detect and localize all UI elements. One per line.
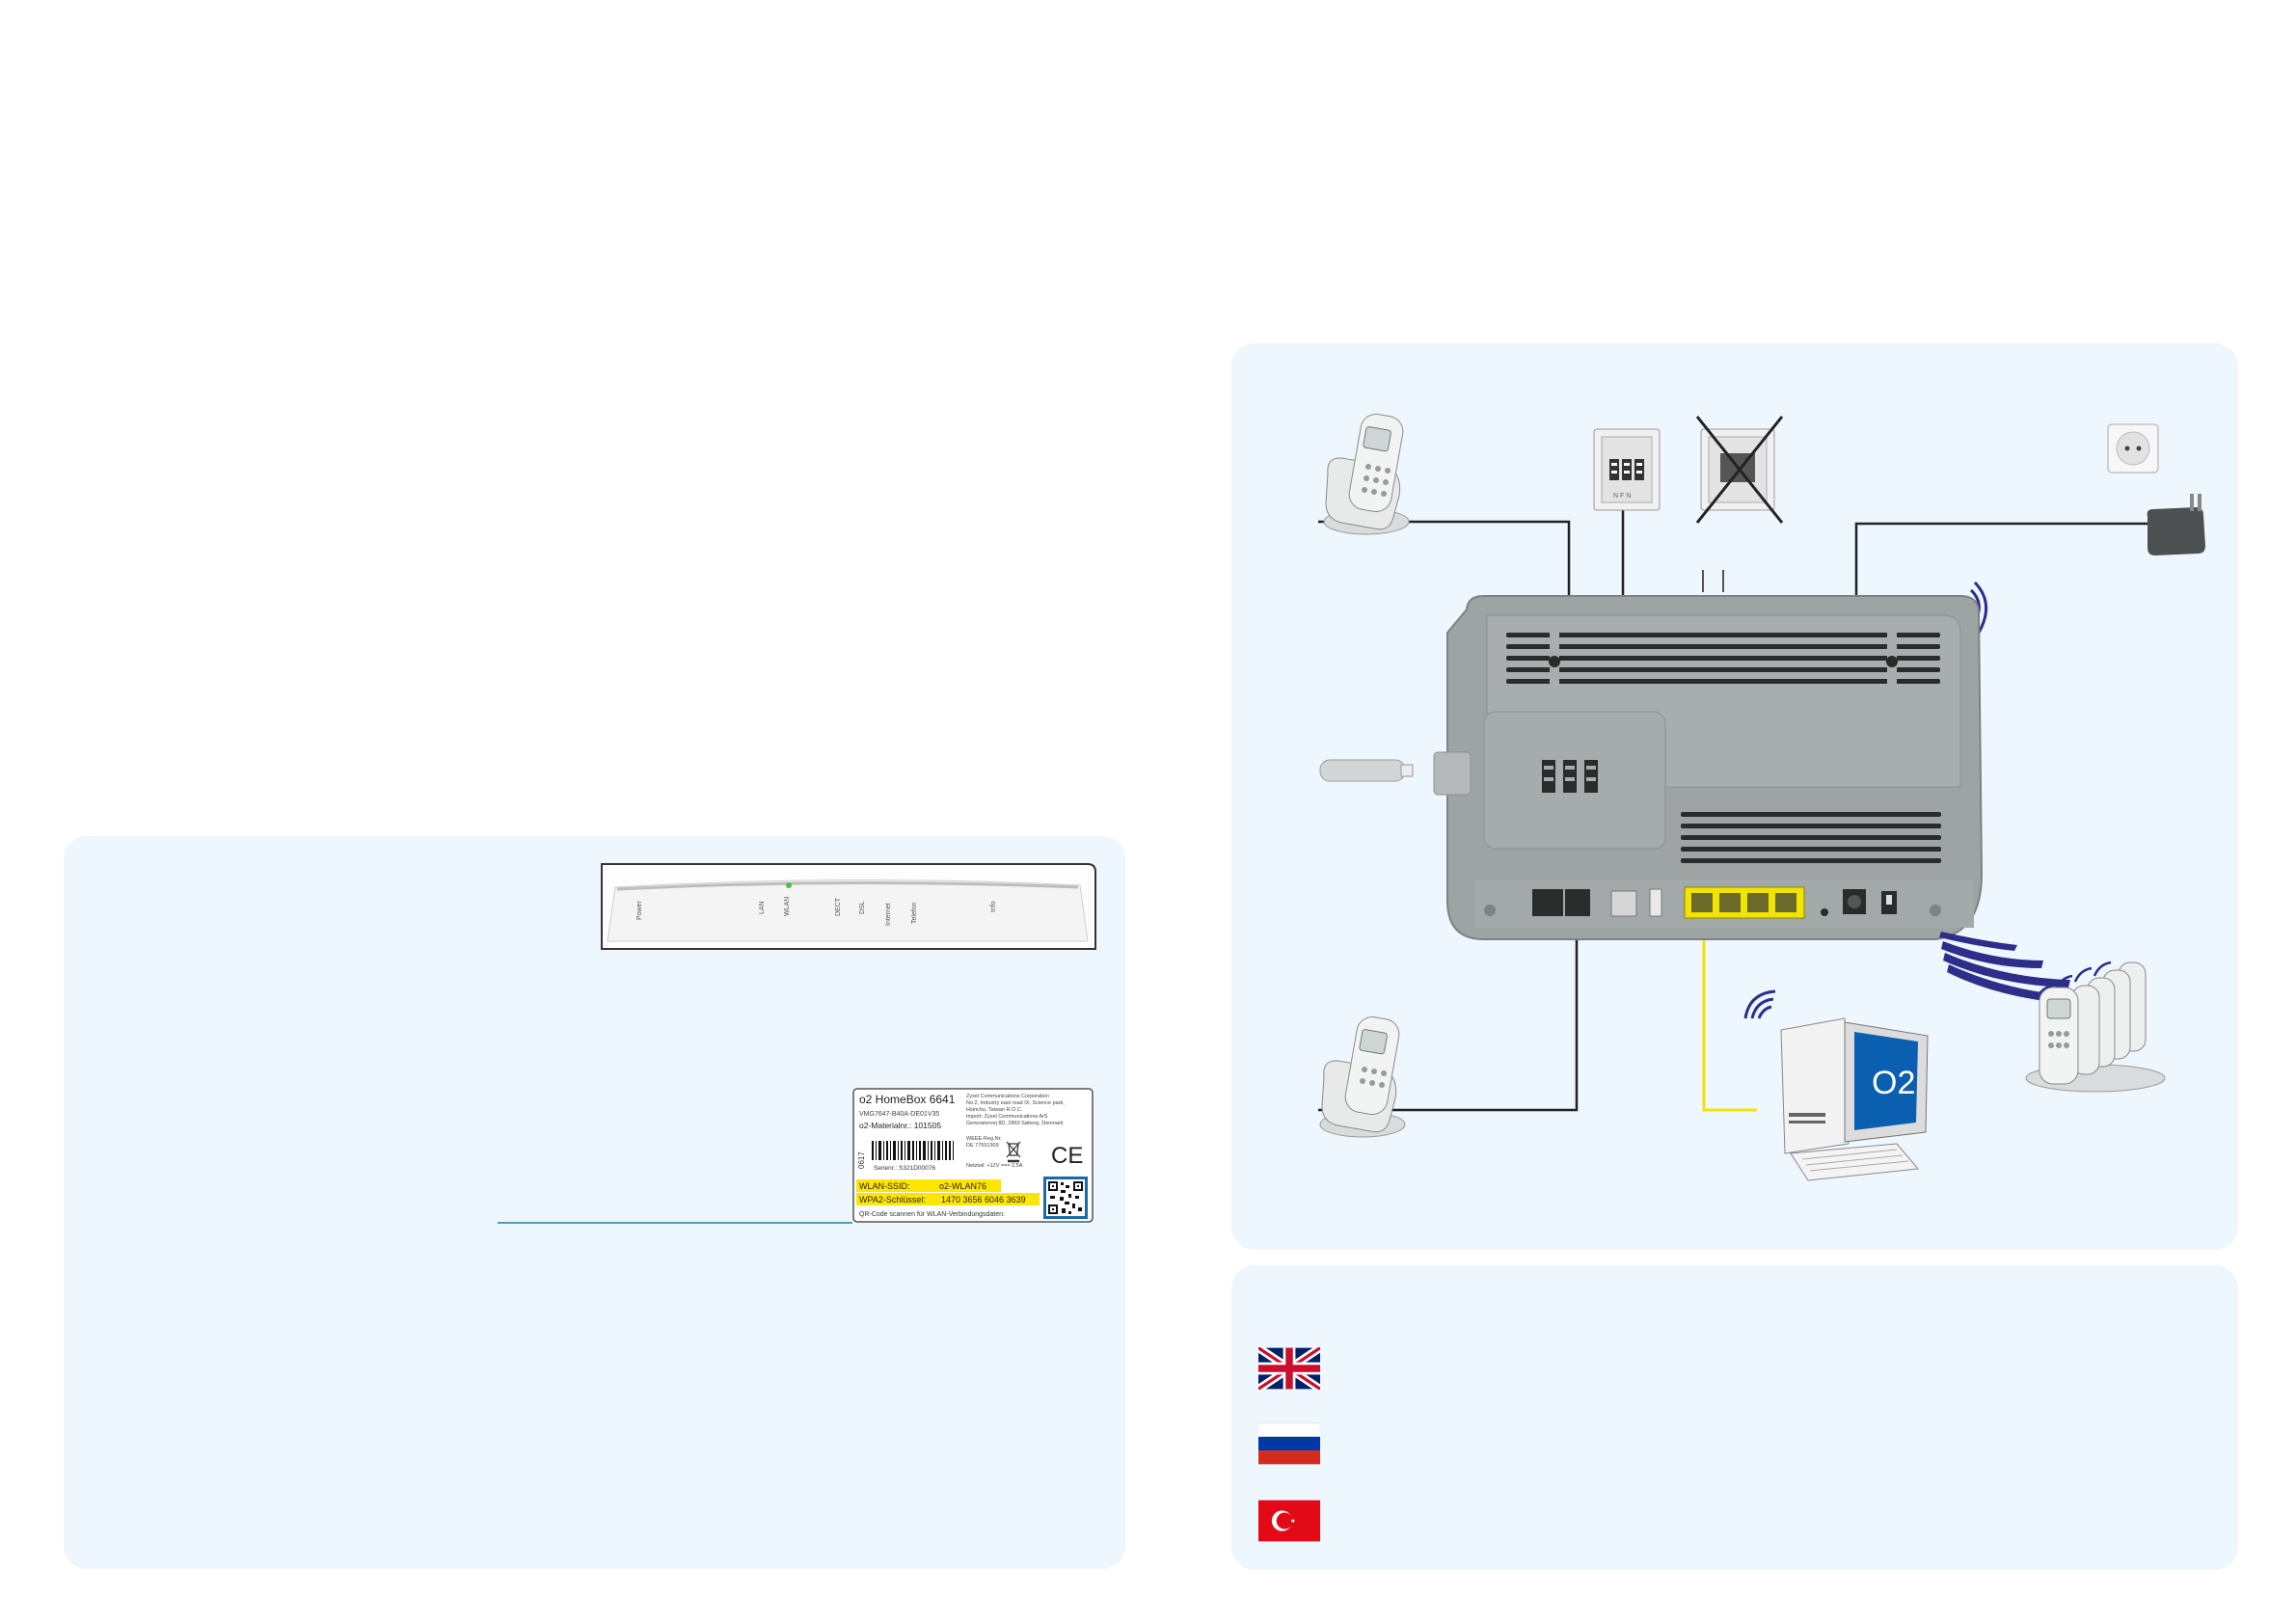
russia-flag-icon[interactable] bbox=[1258, 1422, 1320, 1465]
qr-caption: QR-Code scannen für WLAN-Verbindungsdate… bbox=[859, 1211, 1005, 1218]
computer-icon: O2 bbox=[1743, 989, 1929, 1181]
router-front-image: Power LAN WLAN DECT DSL Internet Telefon… bbox=[601, 863, 1096, 950]
connection-diagram: N F N bbox=[1318, 413, 2205, 1181]
svg-text:N F N: N F N bbox=[1613, 493, 1631, 500]
divider-line bbox=[498, 1222, 852, 1224]
maker-line: Zyxel Communications Corporation bbox=[966, 1094, 1049, 1099]
usb-stick-icon bbox=[1319, 759, 1414, 782]
turkey-flag-icon[interactable] bbox=[1258, 1500, 1320, 1542]
language-panel bbox=[1231, 1265, 2238, 1570]
weee-bin-icon bbox=[1006, 1141, 1021, 1163]
led-label: Power bbox=[636, 900, 643, 920]
product-name: o2 HomeBox 6641 bbox=[859, 1093, 956, 1106]
material-number: o2-Materialnr.: 101505 bbox=[859, 1121, 941, 1130]
maker-line: No.2, Industry east road IX, Science par… bbox=[966, 1100, 1065, 1106]
lan-cable bbox=[1702, 912, 1757, 1112]
computer-wifi-icon bbox=[1743, 989, 1776, 1019]
o2-logo: O2 bbox=[1872, 1065, 1915, 1101]
serial-number: Serienr.: S321D00076 bbox=[874, 1165, 935, 1172]
led-label: DSL bbox=[859, 901, 866, 914]
led-label: Internet bbox=[885, 903, 892, 926]
maker-line: Hsinchu, Taiwan R.O.C. bbox=[966, 1107, 1023, 1113]
dect-handset-group-icon bbox=[2025, 961, 2166, 1093]
wpa-key-label: WPA2-Schlüssel: bbox=[859, 1195, 926, 1204]
led-label: DECT bbox=[835, 897, 842, 916]
dect-phone-top-icon bbox=[1323, 413, 1410, 535]
router-back-view bbox=[1433, 595, 1984, 940]
led-label: Info bbox=[990, 901, 997, 912]
phone-cable-bottom bbox=[1318, 907, 1579, 1112]
ssid-label: WLAN-SSID: bbox=[859, 1181, 910, 1191]
model-number: VMG7647-B40A-DE01V35 bbox=[859, 1111, 939, 1118]
power-adapter-icon bbox=[2147, 494, 2205, 555]
type-label-sticker: o2 HomeBox 6641 VMG7647-B40A-DE01V35 o2-… bbox=[852, 1088, 1094, 1223]
led-label: WLAN bbox=[784, 897, 791, 916]
led-label: LAN bbox=[759, 901, 766, 914]
wpa-key-value: 1470 3656 6046 3639 bbox=[941, 1195, 1026, 1204]
led-label: Telefon bbox=[911, 902, 918, 924]
maker-line: Generatorvej 8D, 2860 Søborg, Denmark bbox=[966, 1121, 1064, 1126]
date-code: 0617 bbox=[857, 1151, 866, 1169]
dect-phone-bottom-icon bbox=[1319, 1015, 1406, 1138]
weee-number: DE 77551309 bbox=[966, 1143, 999, 1149]
uk-flag-icon[interactable] bbox=[1258, 1347, 1320, 1390]
splitter-crossed-icon bbox=[1695, 416, 1784, 524]
weee-label: WEEE-Reg.Nr. bbox=[966, 1136, 1002, 1142]
wall-power-socket-icon bbox=[2107, 423, 2159, 474]
power-rating: Netzteil: +12V === 2,5A bbox=[966, 1163, 1023, 1169]
ce-mark: CE bbox=[1051, 1143, 1083, 1169]
tae-socket-icon: N F N bbox=[1593, 428, 1661, 511]
ssid-value: o2-WLAN76 bbox=[939, 1181, 986, 1191]
barcode bbox=[872, 1141, 954, 1160]
maker-line: Import: Zyxel Communications A/S bbox=[966, 1114, 1048, 1120]
qr-code-icon bbox=[1043, 1177, 1088, 1219]
